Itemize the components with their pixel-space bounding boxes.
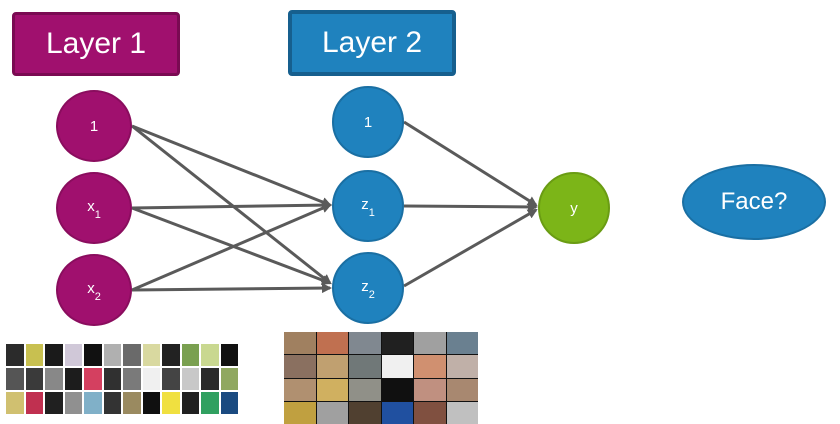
feature-patch — [6, 368, 24, 390]
hidden-z1-label: z1 — [361, 196, 375, 219]
layer-2-feature-patches — [284, 332, 478, 424]
feature-patch — [349, 378, 381, 401]
feature-patch — [25, 344, 43, 366]
face-question-ellipse: Face? — [682, 164, 826, 240]
input-x2-label: x2 — [87, 280, 101, 303]
edge-x1-z1 — [131, 200, 332, 211]
feature-patch — [45, 368, 63, 390]
feature-patch — [316, 378, 348, 401]
feature-patch — [414, 378, 446, 401]
feature-patch — [142, 392, 160, 414]
feature-patch — [84, 344, 102, 366]
layer-1-box: Layer 1 — [12, 12, 180, 76]
feature-patch — [162, 392, 180, 414]
feature-patch — [381, 401, 413, 424]
feature-patch — [64, 392, 82, 414]
input-x1-node: x1 — [56, 172, 132, 244]
hidden-z2-node: z2 — [332, 252, 404, 324]
feature-patch — [45, 392, 63, 414]
feature-patch — [123, 344, 141, 366]
feature-patch — [284, 401, 316, 424]
edge-l1bias-z2 — [131, 124, 332, 285]
edge-l2bias-y — [403, 120, 538, 207]
face-question-label: Face? — [720, 188, 788, 215]
feature-patch — [349, 332, 381, 355]
feature-patch — [123, 392, 141, 414]
feature-patch — [220, 392, 238, 414]
edge-l1bias-z1 — [131, 124, 332, 207]
hidden-z2-label: z2 — [361, 278, 375, 301]
feature-patch — [123, 368, 141, 390]
hidden-bias-node: 1 — [332, 86, 404, 158]
feature-patch — [181, 392, 199, 414]
layer-1-feature-patches — [6, 344, 238, 414]
feature-patch — [103, 392, 121, 414]
feature-patch — [414, 332, 446, 355]
layer-1-label: Layer 1 — [45, 27, 147, 60]
edge-x2-z2 — [131, 283, 332, 294]
feature-patch — [201, 368, 219, 390]
feature-patch — [349, 401, 381, 424]
feature-patch — [103, 368, 121, 390]
feature-patch — [142, 368, 160, 390]
layer-2-label: Layer 2 — [321, 26, 423, 59]
feature-patch — [316, 355, 348, 378]
feature-patch — [220, 368, 238, 390]
feature-patch — [381, 378, 413, 401]
feature-patch — [162, 368, 180, 390]
feature-patch — [6, 392, 24, 414]
feature-patch — [64, 344, 82, 366]
feature-patch — [142, 344, 160, 366]
feature-patch — [103, 344, 121, 366]
feature-patch — [25, 392, 43, 414]
layer-2-box: Layer 2 — [288, 10, 456, 76]
input-x1-label: x1 — [87, 198, 101, 221]
feature-patch — [201, 392, 219, 414]
feature-patch — [84, 392, 102, 414]
feature-patch — [316, 401, 348, 424]
feature-patch — [64, 368, 82, 390]
edge-x1-z2 — [131, 206, 332, 285]
feature-patch — [162, 344, 180, 366]
feature-patch — [201, 344, 219, 366]
feature-patch — [284, 378, 316, 401]
feature-patch — [349, 355, 381, 378]
feature-patch — [25, 368, 43, 390]
hidden-bias-label: 1 — [363, 113, 373, 131]
input-bias-label: 1 — [89, 117, 99, 135]
input-bias-node: 1 — [56, 90, 132, 162]
input-x2-node: x2 — [56, 254, 132, 326]
feature-patch — [381, 332, 413, 355]
feature-patch — [84, 368, 102, 390]
feature-patch — [45, 344, 63, 366]
feature-patch — [316, 332, 348, 355]
output-y-label: y — [570, 199, 578, 217]
feature-patch — [381, 355, 413, 378]
feature-patch — [220, 344, 238, 366]
feature-patch — [446, 332, 478, 355]
feature-patch — [414, 401, 446, 424]
feature-patch — [414, 355, 446, 378]
edge-x2-z1 — [131, 203, 332, 292]
feature-patch — [446, 378, 478, 401]
feature-patch — [446, 401, 478, 424]
edge-z1-y — [403, 201, 538, 212]
feature-patch — [446, 355, 478, 378]
edge-z2-y — [403, 208, 538, 288]
feature-patch — [284, 355, 316, 378]
hidden-z1-node: z1 — [332, 170, 404, 242]
output-y-node: y — [538, 172, 610, 244]
feature-patch — [181, 344, 199, 366]
feature-patch — [181, 368, 199, 390]
feature-patch — [284, 332, 316, 355]
feature-patch — [6, 344, 24, 366]
